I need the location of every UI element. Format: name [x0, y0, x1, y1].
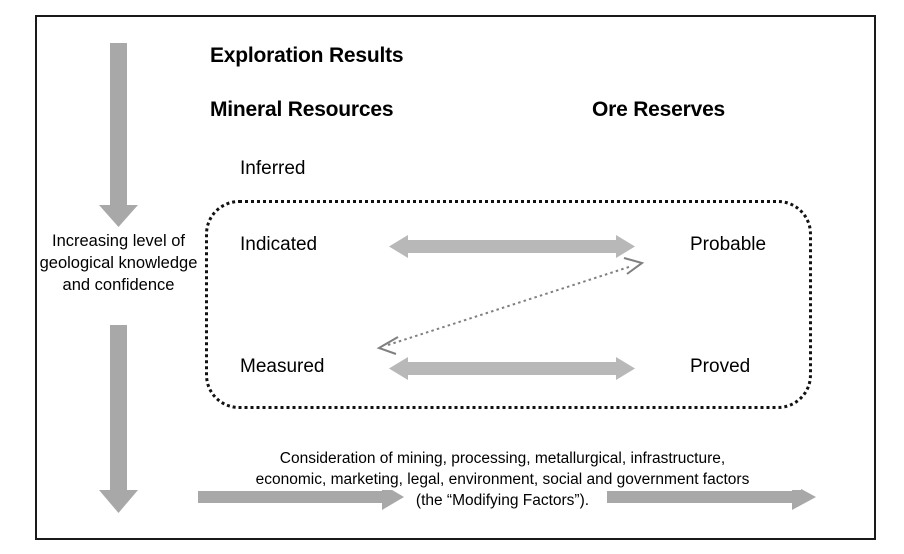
outer-frame	[35, 15, 876, 540]
classification-dotted-box	[205, 200, 812, 409]
modifying-factors-line-2: economic, marketing, legal, environment,…	[204, 469, 801, 490]
category-label-proved: Proved	[690, 356, 751, 377]
category-label-inferred: Inferred	[240, 158, 306, 179]
modifying-factors-line-3: (the “Modifying Factors”).	[411, 490, 594, 511]
category-label-measured: Measured	[240, 356, 325, 377]
modifying-factors-line-1: Consideration of mining, processing, met…	[204, 448, 801, 469]
category-label-indicated: Indicated	[240, 234, 318, 255]
modifying-factors-line-3-wrap: (the “Modifying Factors”).	[204, 490, 801, 511]
left-axis-caption: Increasing level of geological knowledge…	[39, 232, 198, 294]
heading-ore-reserves: Ore Reserves	[592, 98, 726, 121]
modifying-factors-text: Consideration of mining, processing, met…	[204, 448, 801, 511]
category-label-probable: Probable	[690, 234, 767, 255]
heading-exploration-results: Exploration Results	[210, 44, 404, 67]
heading-mineral-resources: Mineral Resources	[210, 98, 394, 121]
